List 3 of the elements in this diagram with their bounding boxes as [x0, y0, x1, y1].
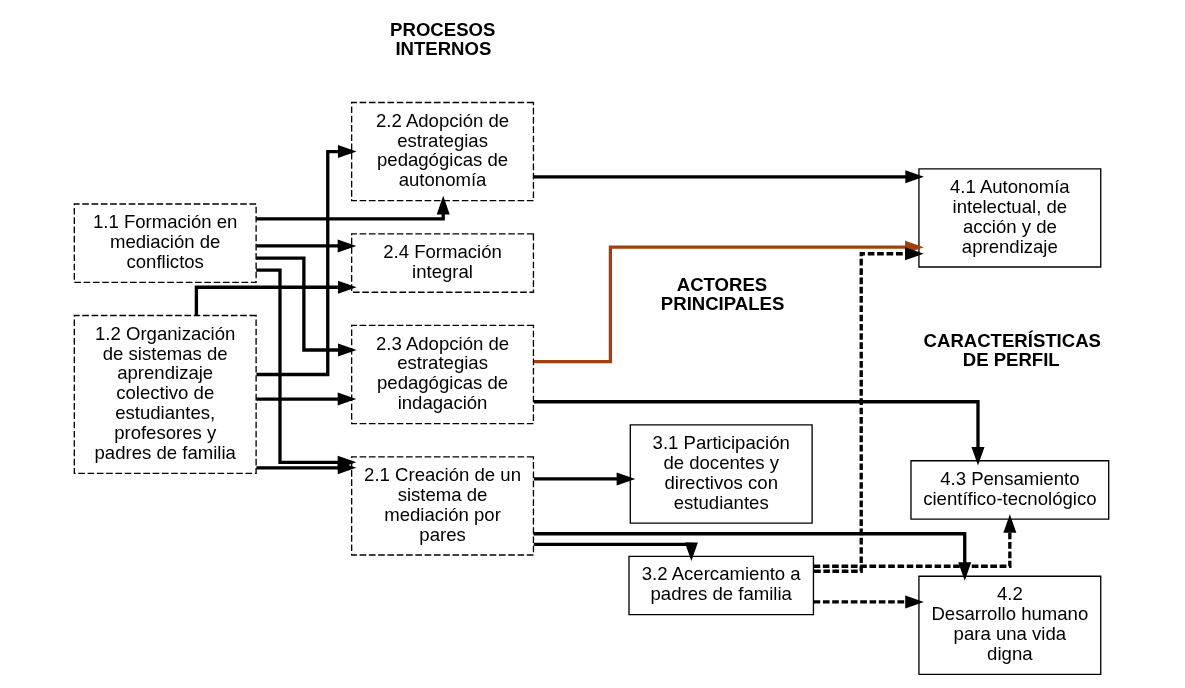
label: PROCESOS INTERNOS — [390, 19, 496, 59]
label: CARACTERÍSTICAS DE PERFIL — [923, 329, 1101, 370]
label: ACTORES PRINCIPALES — [660, 274, 785, 314]
